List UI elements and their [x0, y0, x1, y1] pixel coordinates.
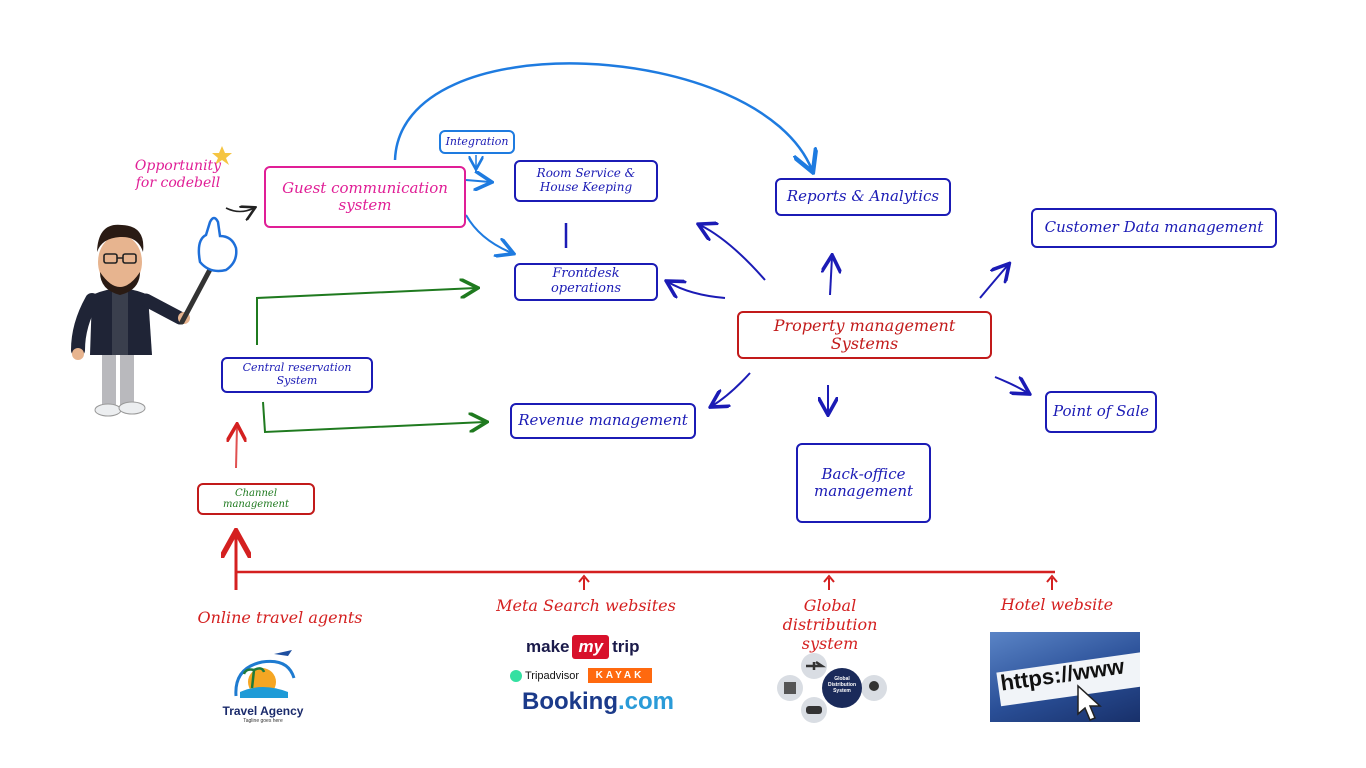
node-integration: Integration — [439, 130, 515, 154]
arrow-pms-to-revenue — [712, 372, 751, 406]
travel-agency-logo: Travel Agency Tagline goes here — [222, 648, 304, 728]
arrow-pms-to-customer — [979, 265, 1008, 299]
node-back-office: Back-office management — [796, 443, 931, 523]
source-ota: Online travel agents — [197, 608, 363, 627]
makemytrip-make: make — [526, 637, 570, 656]
node-channel: Channel management — [197, 483, 315, 515]
makemytrip-trip: trip — [612, 637, 640, 656]
arrow-pms-to-reports — [830, 257, 832, 296]
node-pms: Property management Systems — [737, 311, 992, 359]
node-revenue: Revenue management — [510, 403, 696, 439]
https-graphic: https://www — [990, 632, 1140, 722]
arrow-crs-to-revenue — [262, 401, 485, 434]
makemytrip-my: my — [572, 635, 610, 659]
gds-network-icon — [777, 653, 887, 723]
presenter-figure — [71, 146, 238, 417]
arrow-guest-to-frontdesk — [465, 214, 512, 253]
arrow-pms-to-frontdesk — [668, 282, 726, 299]
travel-agency-name: Travel Agency — [222, 704, 304, 718]
node-frontdesk: Frontdesk operations — [514, 263, 658, 301]
travel-agency-tagline: Tagline goes here — [243, 718, 283, 724]
node-room-service: Room Service & House Keeping — [514, 160, 658, 202]
arrow-channel-to-crs — [236, 426, 237, 469]
makemytrip-logo: make my trip — [526, 632, 646, 662]
arrow-pms-to-room — [700, 225, 766, 281]
source-gds: Global distribution system — [782, 596, 878, 654]
tripadvisor-logo: Tripadvisor — [510, 668, 592, 684]
travel-agency-emblem-icon — [234, 650, 296, 698]
node-reports: Reports & Analytics — [775, 178, 951, 216]
node-customer-data: Customer Data management — [1031, 208, 1277, 248]
source-hotel: Hotel website — [1000, 595, 1114, 614]
node-crs: Central reservation System — [221, 357, 373, 393]
booking-logo: Booking.com — [522, 688, 674, 718]
booking-com: .com — [618, 688, 675, 715]
opportunity-label: Opportunity for codebell — [134, 158, 222, 191]
arrow-pms-to-pos — [994, 376, 1028, 393]
booking-text: Booking — [522, 688, 618, 715]
arrow-opportunity — [225, 208, 254, 212]
node-point-of-sale: Point of Sale — [1045, 391, 1157, 433]
arrow-guest-to-room — [465, 180, 490, 182]
gds-center-label: Global Distribution System — [827, 676, 857, 694]
cursor-icon — [1077, 684, 1102, 721]
kayak-logo: KAYAK — [588, 668, 652, 683]
arrow-guest-to-reports — [393, 62, 812, 170]
node-guest-communication: Guest communication system — [264, 166, 466, 228]
tripadvisor-text: Tripadvisor — [525, 670, 579, 682]
gds-graphic: Global Distribution System — [772, 648, 890, 728]
source-meta: Meta Search websites — [496, 596, 676, 615]
tripadvisor-owl-icon — [510, 670, 522, 682]
arrow-crs-to-frontdesk — [256, 288, 476, 345]
